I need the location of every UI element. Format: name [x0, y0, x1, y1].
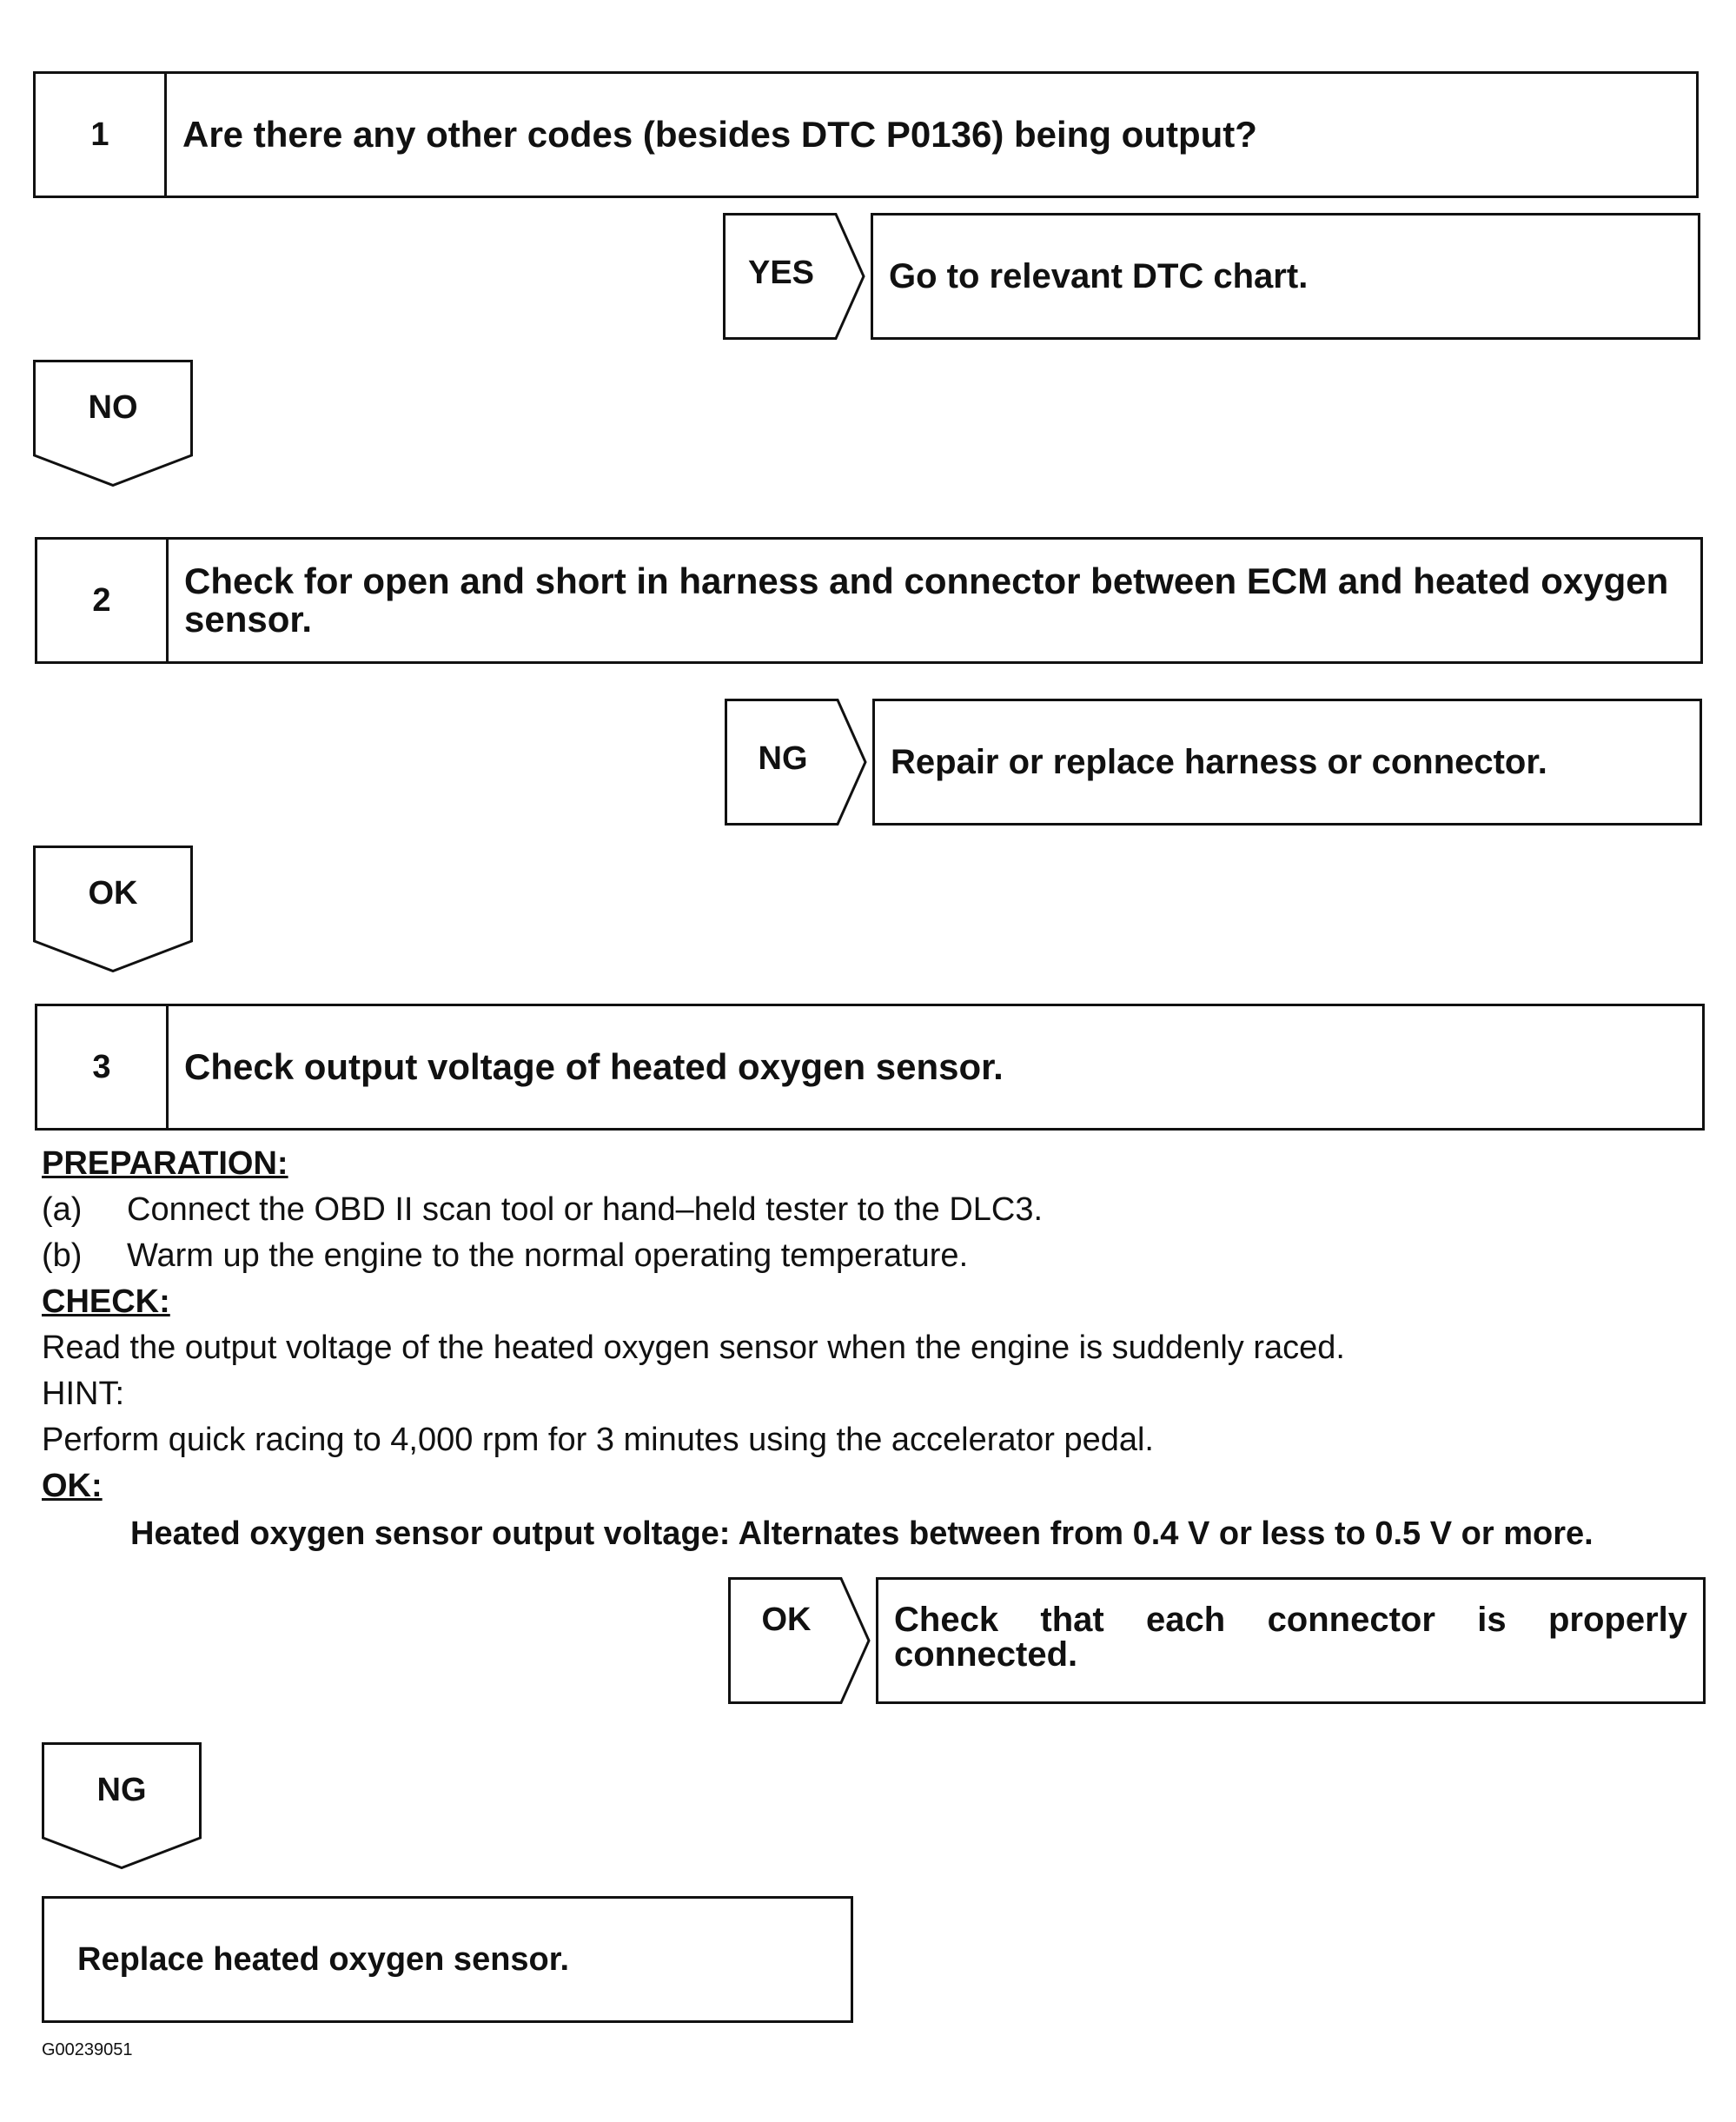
branch-label: NG: [758, 740, 808, 777]
final-action-text: Replace heated oxygen sensor.: [77, 1940, 570, 1978]
ok-spec: Heated oxygen sensor output voltage: Alt…: [130, 1515, 1594, 1552]
ok-heading: OK:: [42, 1468, 103, 1504]
ng-flow-arrow: NG: [42, 1742, 202, 1869]
step-number: 1: [36, 74, 167, 196]
result-text: Repair or replace harness or connector.: [891, 743, 1547, 781]
preparation-item: (b) Warm up the engine to the normal ope…: [42, 1233, 1693, 1279]
item-marker: (b): [42, 1237, 83, 1274]
item-text: Warm up the engine to the normal operati…: [127, 1237, 969, 1274]
preparation-heading: PREPARATION:: [42, 1145, 288, 1182]
ok-result-box: Check that each connector is properly co…: [876, 1577, 1706, 1704]
ng-branch-arrow: NG: [725, 699, 867, 826]
yes-branch-arrow: YES: [723, 213, 865, 340]
preparation-item: (a) Connect the OBD II scan tool or hand…: [42, 1187, 1693, 1233]
hint-heading: HINT:: [42, 1376, 124, 1412]
step-3-box: 3 Check output voltage of heated oxygen …: [35, 1004, 1705, 1131]
step-number: 2: [37, 540, 169, 661]
flow-label: OK: [88, 875, 138, 912]
check-text: Read the output voltage of the heated ox…: [42, 1330, 1345, 1366]
step-title: Are there any other codes (besides DTC P…: [182, 114, 1257, 155]
step-title: Check output voltage of heated oxygen se…: [184, 1046, 1004, 1087]
ok-branch-arrow: OK: [728, 1577, 871, 1704]
item-text: Connect the OBD II scan tool or hand–hel…: [127, 1191, 1044, 1228]
branch-label: YES: [747, 255, 815, 291]
result-text: Go to relevant DTC chart.: [889, 257, 1309, 295]
step-3-details: PREPARATION: (a) Connect the OBD II scan…: [42, 1141, 1693, 1509]
item-marker: (a): [42, 1191, 83, 1228]
figure-code: G00239051: [42, 2040, 133, 2059]
branch-label: OK: [761, 1601, 812, 1638]
flow-label: NG: [96, 1772, 147, 1808]
step-1-box: 1 Are there any other codes (besides DTC…: [33, 71, 1699, 198]
step-number: 3: [37, 1006, 169, 1128]
ok-flow-arrow: OK: [33, 845, 193, 972]
no-flow-arrow: NO: [33, 360, 193, 487]
flow-label: NO: [88, 389, 138, 426]
yes-result-box: Go to relevant DTC chart.: [871, 213, 1700, 340]
hint-text: Perform quick racing to 4,000 rpm for 3 …: [42, 1422, 1154, 1458]
final-action-box: Replace heated oxygen sensor.: [42, 1896, 853, 2023]
check-heading: CHECK:: [42, 1283, 170, 1320]
result-text: Check that each connector is properly co…: [894, 1601, 1687, 1674]
step-title: Check for open and short in harness and …: [184, 560, 1669, 640]
ng-result-box: Repair or replace harness or connector.: [872, 699, 1702, 826]
step-2-box: 2 Check for open and short in harness an…: [35, 537, 1703, 664]
